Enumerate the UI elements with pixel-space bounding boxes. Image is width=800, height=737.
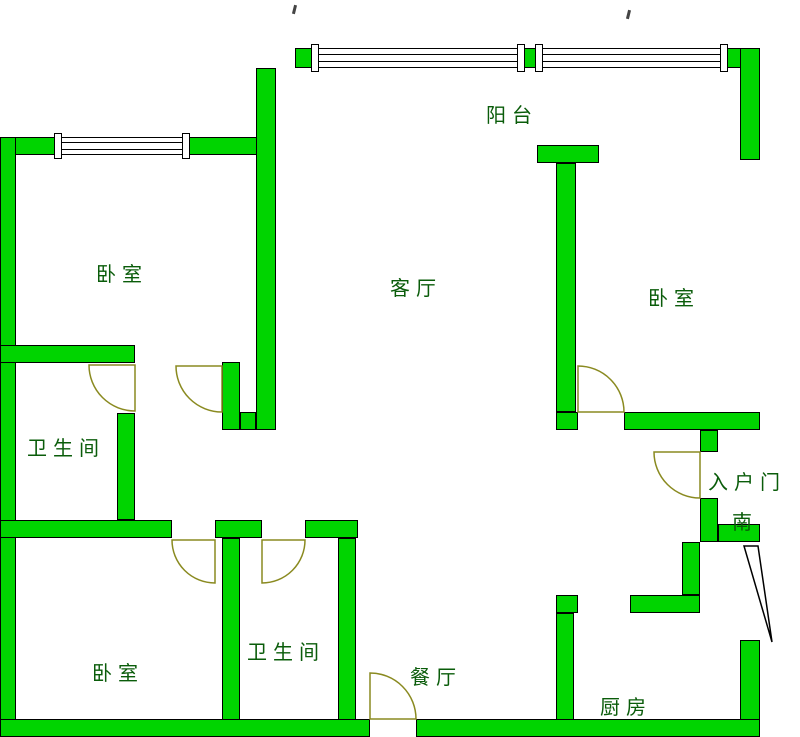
wall xyxy=(556,412,578,430)
wall xyxy=(624,412,760,430)
wall xyxy=(256,68,276,430)
wall xyxy=(537,145,599,163)
wall xyxy=(0,719,370,737)
wall xyxy=(556,595,578,613)
wall xyxy=(0,520,172,538)
wall xyxy=(630,595,700,613)
window xyxy=(539,48,726,68)
wall xyxy=(117,413,135,520)
wall xyxy=(338,538,356,737)
window-cap xyxy=(720,44,728,72)
wall xyxy=(740,48,760,160)
room-label-entry-direction: 南 xyxy=(732,510,758,534)
wall xyxy=(416,719,760,737)
door-arc xyxy=(653,451,701,499)
wall xyxy=(222,538,240,737)
window-cap xyxy=(182,133,190,159)
room-label-entry-door: 入户门 xyxy=(708,470,786,494)
wall xyxy=(0,137,16,737)
window-cap xyxy=(535,44,543,72)
window xyxy=(58,137,188,155)
room-label-bedroom-right: 卧室 xyxy=(648,286,700,310)
door-arc xyxy=(261,539,306,584)
window-cap xyxy=(311,44,319,72)
wall xyxy=(188,137,258,155)
room-label-bathroom-bottom: 卫生间 xyxy=(247,640,325,664)
window xyxy=(315,48,523,68)
wall xyxy=(0,345,135,363)
window-cap xyxy=(54,133,62,159)
room-label-living-room: 客厅 xyxy=(390,276,442,300)
room-label-bathroom-mid: 卫生间 xyxy=(27,436,105,460)
tick-mark xyxy=(625,9,632,20)
wall xyxy=(240,412,256,430)
window-cap xyxy=(517,44,525,72)
door-arc xyxy=(577,365,625,413)
wall xyxy=(215,520,262,538)
room-label-kitchen: 厨房 xyxy=(600,695,652,719)
entry-door-leaf xyxy=(743,545,773,643)
door-arc xyxy=(88,364,136,412)
wall xyxy=(682,542,700,595)
wall xyxy=(700,430,718,452)
wall xyxy=(222,362,240,430)
door-arc xyxy=(175,365,223,413)
room-label-dining: 餐厅 xyxy=(410,665,462,689)
wall xyxy=(556,163,576,412)
wall xyxy=(305,520,358,538)
room-label-bedroom-top-left: 卧室 xyxy=(96,262,148,286)
wall xyxy=(718,524,760,542)
wall xyxy=(700,498,718,542)
room-label-bedroom-bottom: 卧室 xyxy=(92,661,144,685)
tick-mark xyxy=(291,4,298,15)
door-arc xyxy=(171,539,216,584)
room-label-balcony: 阳台 xyxy=(486,103,538,127)
